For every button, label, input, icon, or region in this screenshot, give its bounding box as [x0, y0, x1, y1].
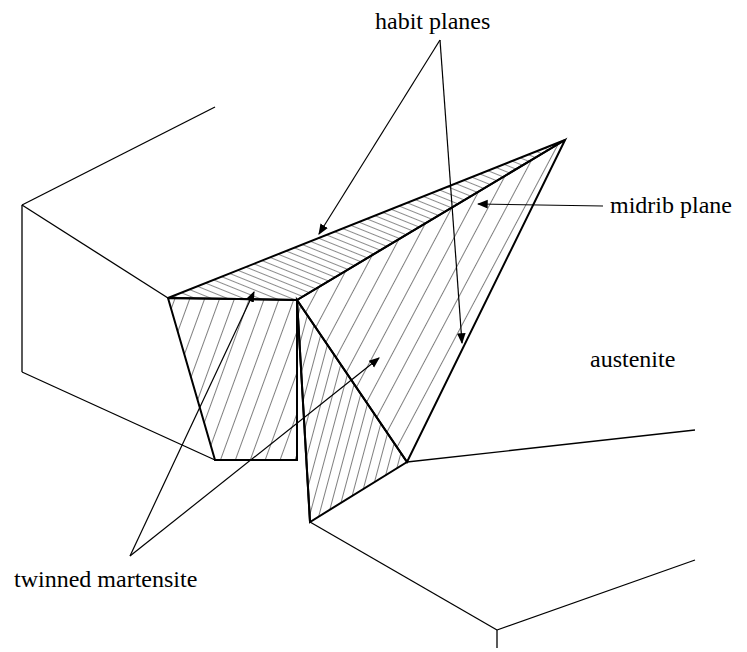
label: habit planes [375, 8, 490, 34]
label: twinned martensite [14, 566, 197, 592]
martensite-plate [168, 140, 565, 522]
label: midrib plane [610, 192, 732, 218]
leader-lines [130, 40, 603, 556]
label: austenite [590, 346, 675, 372]
